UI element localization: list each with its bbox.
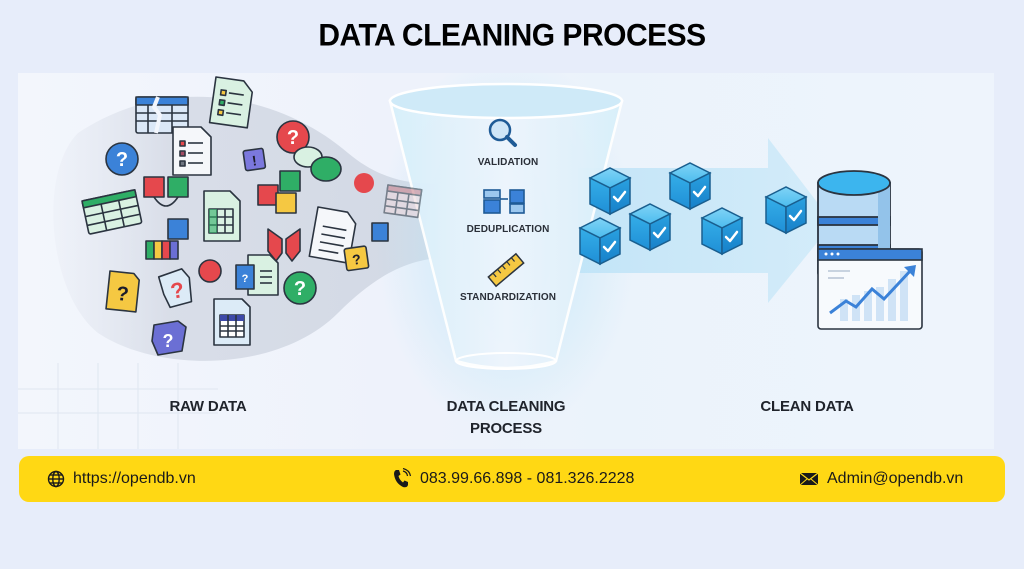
magnifier-icon: [488, 118, 517, 147]
globe-icon: [47, 470, 65, 488]
svg-text:?: ?: [294, 278, 306, 300]
svg-text:?: ?: [242, 273, 249, 285]
diagram-panel: ? ? !: [18, 73, 994, 449]
funnel-step-standardization: STANDARDIZATION: [459, 292, 557, 303]
raw-data-icons: ? ? !: [81, 76, 423, 356]
contact-website[interactable]: https://opendb.vn: [47, 456, 196, 502]
stage-label-raw-data: RAW DATA: [169, 398, 247, 415]
phone-icon: [394, 468, 412, 488]
ruler-icon: [487, 252, 525, 288]
svg-text:?: ?: [115, 283, 129, 306]
website-link[interactable]: https://opendb.vn: [73, 470, 196, 487]
svg-text:?: ?: [116, 149, 128, 171]
svg-text:?: ?: [169, 277, 187, 304]
funnel-step-validation: VALIDATION: [477, 157, 539, 168]
contact-phone[interactable]: 083.99.66.898 - 081.326.2228: [392, 456, 634, 502]
svg-text:?: ?: [163, 331, 174, 351]
stage-label-line-2: PROCESS: [470, 420, 542, 437]
funnel-step-deduplication: DEDUPLICATION: [466, 224, 550, 235]
stage-label-line-1: DATA CLEANING: [446, 398, 566, 415]
merge-blocks-icon: [483, 189, 525, 214]
page-title: DATA CLEANING PROCESS: [318, 18, 706, 53]
phone-numbers[interactable]: 083.99.66.898 - 081.326.2228: [420, 470, 635, 487]
email-link[interactable]: Admin@opendb.vn: [827, 470, 964, 487]
diagram-illustration: ? ? !: [18, 73, 923, 449]
svg-text:!: !: [251, 152, 258, 168]
contact-email[interactable]: Admin@opendb.vn: [799, 456, 963, 502]
svg-text:?: ?: [287, 127, 299, 149]
svg-text:?: ?: [351, 251, 362, 268]
envelope-icon: [799, 472, 819, 486]
stage-label-data-cleaning-process: DATA CLEANING PROCESS: [416, 396, 596, 440]
contact-bar: https://opendb.vn 083.99.66.898 - 081.32…: [19, 456, 1005, 502]
growth-chart-window-icon: [817, 248, 923, 330]
stage-label-clean-data: CLEAN DATA: [760, 398, 854, 415]
